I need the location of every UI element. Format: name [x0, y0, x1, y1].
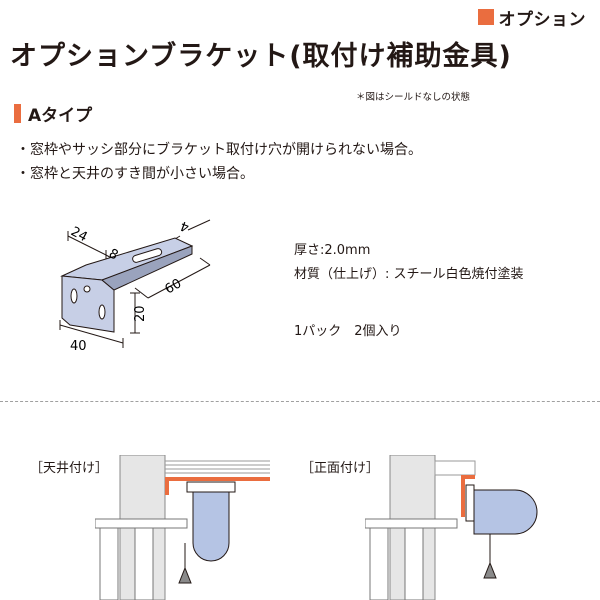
bullet-item: ・窓枠やサッシ部分にブラケット取付け穴が開けられない場合。	[16, 142, 422, 158]
ceiling-board	[434, 460, 476, 476]
bracket-diagram: 24 8 4 60 20 40	[59, 217, 211, 354]
window-frame	[95, 518, 188, 600]
window-frame	[365, 518, 458, 600]
type-bar	[14, 104, 21, 123]
type-label: Aタイプ	[28, 106, 93, 126]
page-title: オプションブラケット(取付け補助金具)	[10, 41, 512, 72]
category-label: オプション	[498, 9, 586, 30]
roller-blind	[192, 491, 230, 562]
section-divider	[0, 401, 600, 402]
type-heading: Aタイプ	[14, 101, 92, 126]
bullet-item: ・窓枠と天井のすき間が小さい場合。	[16, 166, 254, 182]
roller-blind	[473, 489, 538, 535]
category-tag: オプション	[477, 6, 587, 30]
ceiling-lines	[165, 460, 270, 474]
bracket-edge	[101, 245, 193, 291]
figure-note: ＊図はシールドなしの状態	[356, 92, 471, 103]
side-hole	[98, 304, 106, 320]
center-hole	[83, 285, 91, 293]
slot-hole	[132, 248, 163, 263]
spec-pack: 1パック 2個入り	[294, 324, 402, 339]
cord-weight-icon	[483, 561, 497, 579]
dim-label: 20	[133, 305, 148, 322]
front-mount-label: ［正面付け］	[301, 461, 380, 476]
dim-label: 60	[163, 276, 185, 297]
side-hole	[70, 288, 78, 304]
bracket-part	[461, 475, 475, 517]
cord-weight-icon	[178, 566, 192, 584]
dim-label: 40	[70, 339, 87, 354]
category-square	[477, 9, 494, 25]
spec-thickness: 厚さ:2.0mm	[294, 243, 371, 258]
spec-material: 材質（仕上げ）: スチール白色焼付塗装	[294, 267, 524, 282]
mount-clip	[186, 481, 236, 493]
bracket-front-plate	[61, 275, 115, 333]
bracket-part	[165, 477, 270, 495]
dim-label: 24	[68, 224, 90, 245]
ceiling-mount-diagram	[95, 455, 270, 600]
ceiling-mount-label: ［天井付け］	[30, 461, 109, 476]
mount-clip	[465, 484, 475, 522]
dim-label: 4	[178, 217, 191, 234]
front-mount-diagram	[365, 455, 538, 600]
